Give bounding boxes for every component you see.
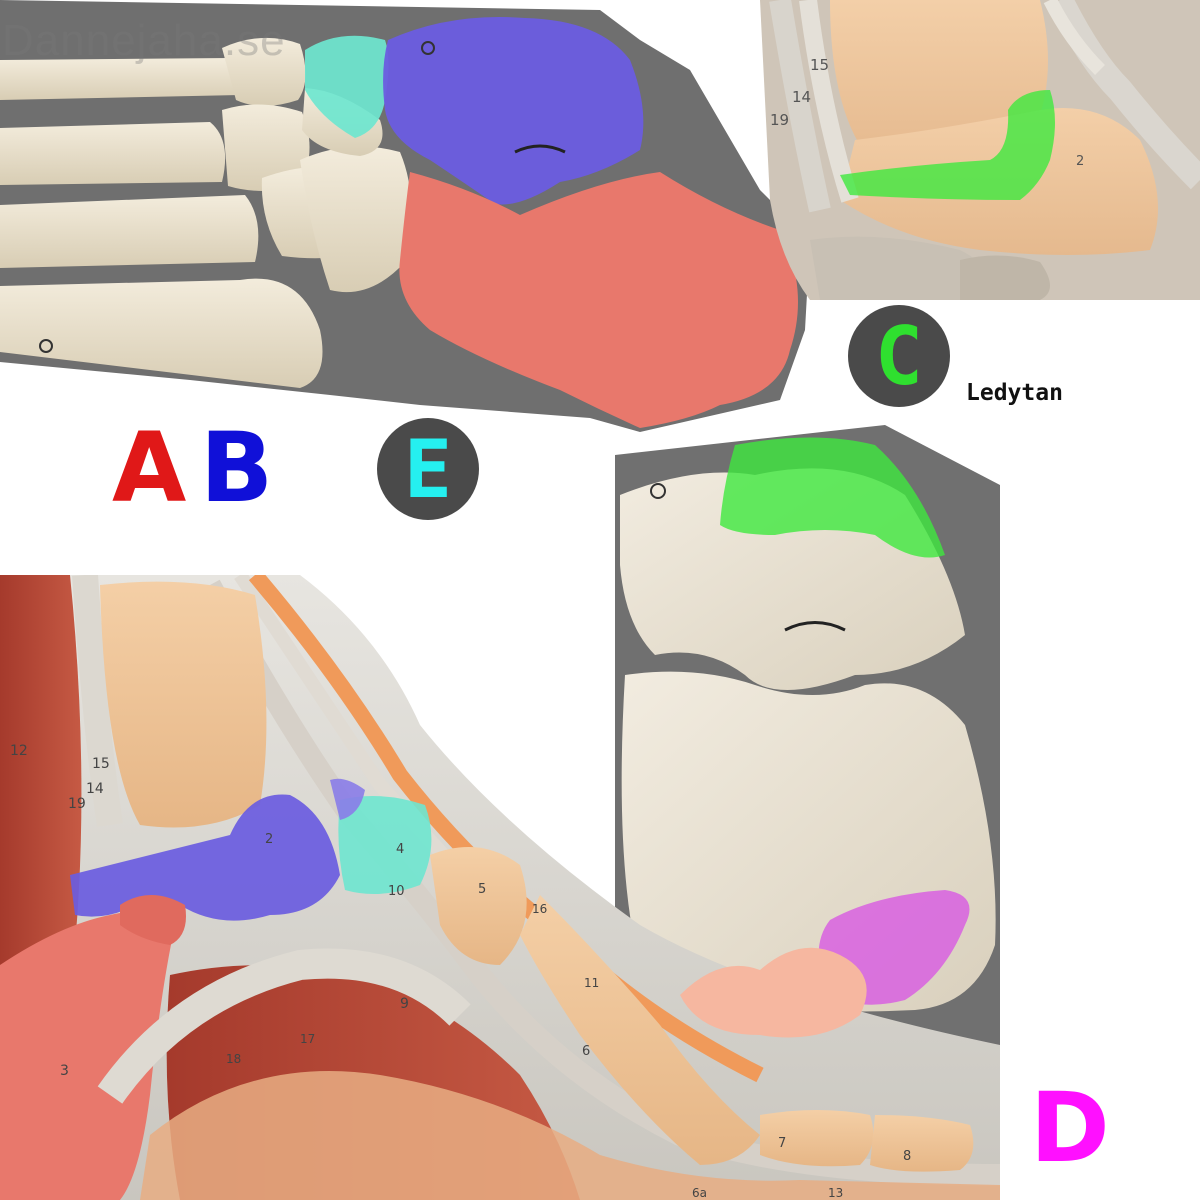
talar-articular-surface-overlay bbox=[840, 90, 1055, 200]
model-number: 19 bbox=[68, 796, 86, 812]
watermark: Dannejaha.se bbox=[2, 16, 286, 65]
model-number: 9 bbox=[400, 996, 409, 1012]
marker-a: A bbox=[112, 412, 187, 524]
model-number: 14 bbox=[86, 781, 104, 797]
model-number: 2 bbox=[265, 832, 273, 847]
marker-e-circle: E bbox=[377, 418, 479, 520]
navicular-overlay bbox=[305, 35, 389, 138]
model-number: 10 bbox=[388, 884, 405, 899]
marker-d: D bbox=[1030, 1072, 1110, 1184]
model-number: 7 bbox=[778, 1136, 786, 1151]
model-number: 13 bbox=[828, 1186, 843, 1200]
calcaneus-overlay bbox=[0, 911, 175, 1200]
ankle-closeup-photo: 19 14 15 2 bbox=[760, 0, 1200, 300]
caption-ledytan: Ledytan bbox=[966, 380, 1063, 406]
marker-c: C bbox=[874, 309, 924, 403]
calcaneus-overlay bbox=[399, 172, 798, 428]
model-number: 4 bbox=[396, 842, 404, 857]
model-number: 15 bbox=[810, 56, 829, 74]
model-number: 3 bbox=[60, 1063, 69, 1079]
model-number: 12 bbox=[10, 743, 28, 759]
model-number: 17 bbox=[300, 1032, 315, 1046]
model-number: 11 bbox=[584, 976, 599, 990]
marker-c-circle: C bbox=[848, 305, 950, 407]
foot-sagittal-section-photo: 12 19 14 15 2 4 5 10 16 11 9 17 18 3 6 7… bbox=[0, 575, 1000, 1200]
navicular-overlay bbox=[338, 796, 432, 894]
model-number: 16 bbox=[532, 902, 547, 916]
marker-b: B bbox=[200, 412, 274, 524]
foot-skeleton-photo bbox=[0, 0, 820, 440]
model-number: 6 bbox=[582, 1044, 590, 1059]
talus-overlay bbox=[70, 794, 340, 921]
model-number: 5 bbox=[478, 882, 486, 897]
model-number: 14 bbox=[792, 88, 811, 106]
model-number: 6a bbox=[692, 1186, 707, 1200]
talus-overlay bbox=[383, 16, 644, 205]
model-number: 8 bbox=[903, 1149, 911, 1164]
model-number: 18 bbox=[226, 1052, 241, 1066]
marker-e: E bbox=[403, 422, 453, 516]
model-number: 19 bbox=[770, 111, 789, 129]
calcaneus-photo bbox=[615, 425, 1000, 1045]
model-number: 2 bbox=[1076, 154, 1084, 169]
model-number: 15 bbox=[92, 756, 110, 772]
talar-articular-surface-overlay bbox=[720, 437, 945, 558]
